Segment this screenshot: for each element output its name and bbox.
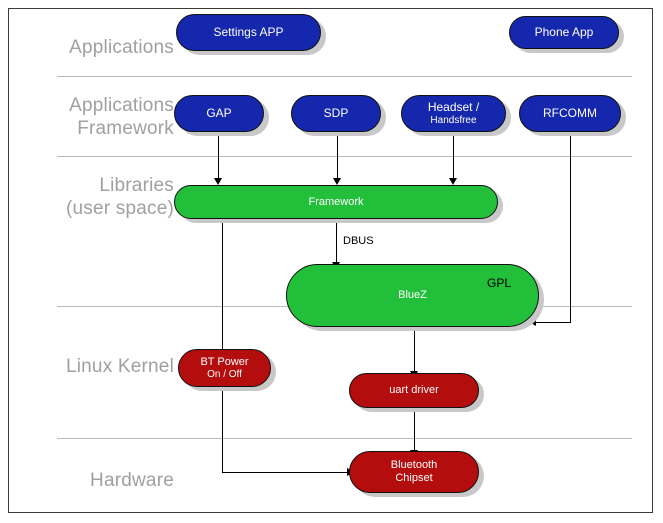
node-uart-driver[interactable]: uart driver <box>349 373 479 408</box>
edge-uart-to-chipset <box>414 408 415 452</box>
badge-gpl: GPL <box>487 276 512 290</box>
node-sdp[interactable]: SDP <box>291 95 381 132</box>
node-label-settings-app: Settings APP <box>213 24 284 39</box>
arrowhead-gap-to-framework <box>214 178 222 185</box>
layer-label-linux-kernel: Linux Kernel <box>65 356 174 377</box>
node-settings-app[interactable]: Settings APP <box>176 14 321 51</box>
node-bluetooth-chipset[interactable]: Bluetooth Chipset <box>349 451 479 493</box>
node-sublabel-bt-power: On / Off <box>207 368 242 380</box>
arrowhead-sdp-to-framework <box>333 178 341 185</box>
node-headset-handsfree[interactable]: Headset / Handsfree <box>401 95 506 132</box>
edge-framework-to-bluez <box>336 219 337 264</box>
node-label-bt-power: BT Power <box>200 355 249 368</box>
edge-sdp-to-framework <box>337 134 338 180</box>
edge-rfcomm-to-bluez <box>536 322 571 323</box>
node-sublabel-bluetooth-chipset: Chipset <box>395 472 433 484</box>
diagram-frame: Applications Applications Framework Libr… <box>8 8 653 513</box>
edge-headset-to-framework <box>453 134 454 180</box>
node-label-headset-handsfree: Headset / <box>427 99 480 114</box>
edge-framework-to-chipset-horizontal <box>222 472 349 473</box>
node-label-uart-driver: uart driver <box>389 384 439 397</box>
edge-gap-to-framework <box>218 134 219 180</box>
node-framework[interactable]: Framework <box>174 185 498 219</box>
layer-label-hardware: Hardware <box>90 470 174 491</box>
node-label-bluez: BlueZ <box>398 289 427 302</box>
divider-applications <box>57 76 632 77</box>
node-label-rfcomm: RFCOMM <box>543 105 597 120</box>
layer-label-applications: Applications <box>69 37 174 58</box>
arrowhead-headset-to-framework <box>449 178 457 185</box>
layer-label-applications-framework: Applications Framework <box>69 95 174 139</box>
node-label-sdp: SDP <box>323 105 349 120</box>
node-gap[interactable]: GAP <box>174 95 264 132</box>
edge-label-dbus: DBUS <box>343 235 374 247</box>
node-bluez[interactable]: BlueZ <box>286 264 539 327</box>
node-sublabel-headset-handsfree: Handsfree <box>430 114 477 126</box>
node-phone-app[interactable]: Phone App <box>509 16 619 49</box>
node-bt-power[interactable]: BT Power On / Off <box>178 349 271 387</box>
node-label-phone-app: Phone App <box>534 24 594 39</box>
edge-framework-to-chipset-vertical <box>222 219 223 473</box>
node-label-framework: Framework <box>308 195 364 208</box>
edge-bluez-to-uart <box>414 329 415 373</box>
node-label-gap: GAP <box>206 105 232 120</box>
divider-kernel <box>57 438 632 439</box>
layer-label-libraries: Libraries (user space) <box>66 175 174 219</box>
node-label-bluetooth-chipset: Bluetooth <box>390 459 438 472</box>
edge-rfcomm-down <box>570 134 571 323</box>
node-rfcomm[interactable]: RFCOMM <box>519 95 621 132</box>
divider-framework <box>57 156 632 157</box>
